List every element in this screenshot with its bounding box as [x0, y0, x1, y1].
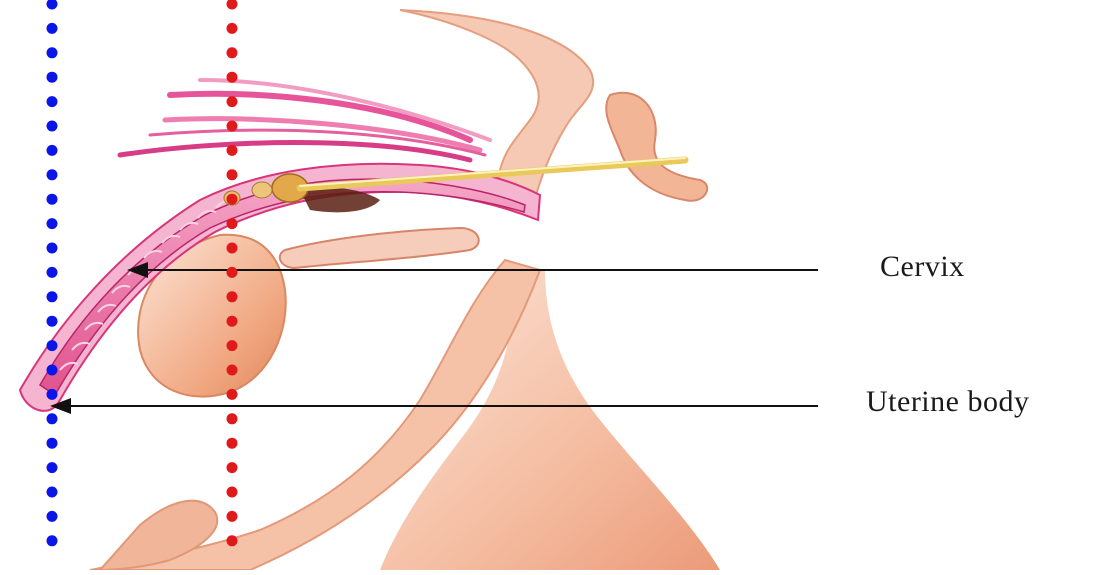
red-dot: [227, 413, 238, 424]
blue-dot: [47, 121, 58, 132]
ovary-knob: [606, 93, 707, 201]
label-uterine-body: Uterine body: [866, 385, 1029, 419]
blue-dot: [47, 0, 58, 10]
red-dot: [227, 316, 238, 327]
blue-dot: [47, 535, 58, 546]
blue-dot: [47, 462, 58, 473]
blue-dot: [47, 267, 58, 278]
blue-dot: [47, 194, 58, 205]
blue-dot: [47, 340, 58, 351]
blue-dotted-line: [47, 0, 58, 546]
red-dot: [227, 194, 238, 205]
red-dot: [227, 145, 238, 156]
red-dot: [227, 340, 238, 351]
red-dot: [227, 121, 238, 132]
blue-dot: [47, 243, 58, 254]
red-dot: [227, 72, 238, 83]
blue-dot: [47, 487, 58, 498]
red-dot: [227, 462, 238, 473]
red-dot: [227, 23, 238, 34]
red-dot: [227, 535, 238, 546]
blue-dot: [47, 145, 58, 156]
red-dot: [227, 243, 238, 254]
lower-channel: [280, 228, 479, 268]
blue-dot: [47, 96, 58, 107]
red-dot: [227, 389, 238, 400]
red-dot: [227, 96, 238, 107]
red-dot: [227, 218, 238, 229]
red-dot: [227, 0, 238, 10]
blue-dot: [47, 291, 58, 302]
fibrous-bands: [120, 80, 490, 160]
blue-dot: [47, 511, 58, 522]
red-dot: [227, 365, 238, 376]
red-dot: [227, 487, 238, 498]
red-dot: [227, 291, 238, 302]
red-dot: [227, 169, 238, 180]
blue-dot: [47, 413, 58, 424]
label-cervix: Cervix: [880, 250, 965, 284]
red-dot: [227, 47, 238, 58]
blue-dot: [47, 438, 58, 449]
red-dot: [227, 438, 238, 449]
red-dot: [227, 267, 238, 278]
blue-dot: [47, 72, 58, 83]
blue-dot: [47, 365, 58, 376]
blue-dot: [47, 316, 58, 327]
blue-dot: [47, 169, 58, 180]
blue-dot: [47, 23, 58, 34]
red-dot: [227, 511, 238, 522]
blue-dot: [47, 218, 58, 229]
blue-dot: [47, 47, 58, 58]
blue-dot: [47, 389, 58, 400]
